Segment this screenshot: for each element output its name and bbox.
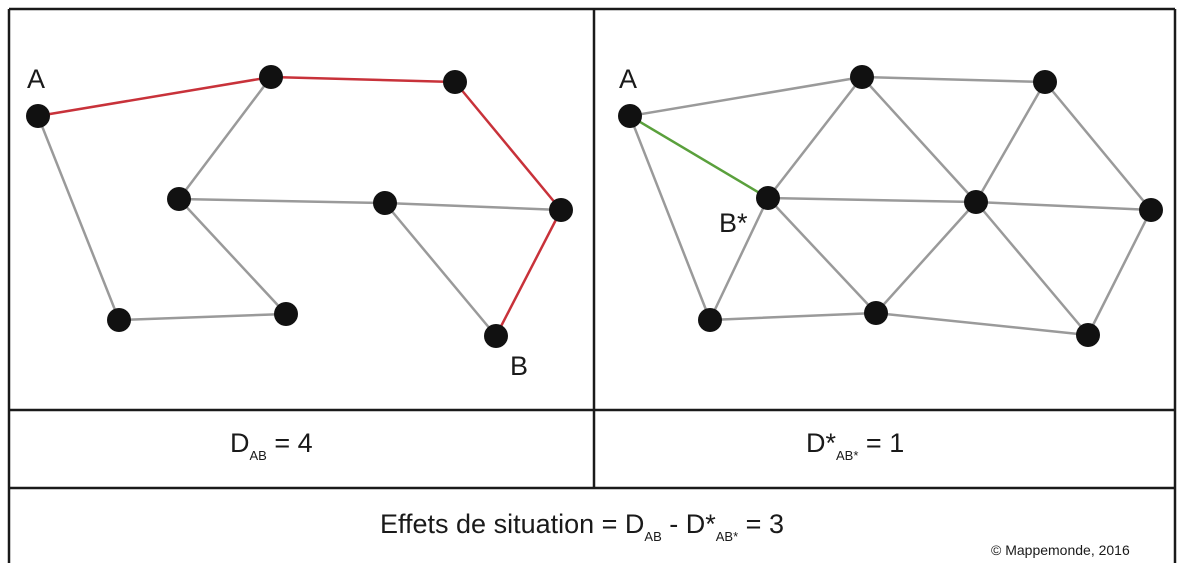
- right-label-a: A: [619, 64, 637, 94]
- right-gray-edges: [628, 75, 1153, 337]
- node-a: [26, 104, 50, 128]
- path-edge: [453, 80, 563, 212]
- node: [698, 308, 722, 332]
- node: [964, 190, 988, 214]
- edge: [177, 197, 387, 205]
- right-label-b-star: B*: [719, 208, 748, 238]
- formula-prefix: Effets de situation = D: [380, 509, 645, 539]
- edge: [974, 200, 1090, 337]
- edge: [117, 312, 288, 322]
- situation-effect-formula: Effets de situation = DAB - D*AB* = 3: [380, 509, 784, 544]
- edge: [1043, 80, 1153, 212]
- left-distance-caption: DAB = 4: [230, 428, 313, 463]
- edge: [974, 80, 1047, 204]
- right-distance-caption: D*AB* = 1: [806, 428, 905, 463]
- edge: [860, 75, 978, 204]
- left-gray-edges: [36, 75, 563, 338]
- node-a: [618, 104, 642, 128]
- node: [1033, 70, 1057, 94]
- edge: [766, 75, 864, 200]
- left-nodes: [26, 65, 573, 348]
- edge: [1086, 208, 1153, 337]
- edge: [177, 197, 288, 316]
- formula-subscript-2: AB*: [715, 529, 739, 544]
- path-edge: [494, 208, 563, 338]
- formula-subscript-1: AB: [644, 529, 662, 544]
- caption-base: D*: [806, 428, 837, 458]
- edge: [708, 196, 770, 322]
- right-graph: A B*: [618, 64, 1163, 347]
- left-label-a: A: [27, 64, 45, 94]
- node: [850, 65, 874, 89]
- left-shortest-path: [36, 75, 563, 338]
- caption-base: D: [230, 428, 250, 458]
- caption-subscript: AB: [249, 448, 267, 463]
- caption-value: = 4: [266, 428, 313, 458]
- edge: [860, 75, 1047, 84]
- path-edge: [36, 75, 273, 118]
- left-label-b: B: [510, 351, 528, 381]
- edge: [177, 75, 273, 201]
- node-b: [484, 324, 508, 348]
- edge: [383, 201, 563, 212]
- caption-subscript: AB*: [836, 448, 859, 463]
- right-shortest-path: [628, 114, 770, 200]
- edge: [36, 114, 121, 322]
- edge: [628, 75, 864, 118]
- edge: [874, 200, 978, 315]
- node: [1076, 323, 1100, 347]
- formula-result: = 3: [738, 509, 784, 539]
- table-grid: [7, 7, 1177, 563]
- node: [1139, 198, 1163, 222]
- formula-middle: - D*: [661, 509, 716, 539]
- left-graph: A B: [26, 64, 573, 381]
- right-nodes: [618, 65, 1163, 347]
- edge: [974, 200, 1153, 212]
- caption-value: = 1: [858, 428, 905, 458]
- node: [549, 198, 573, 222]
- node: [443, 70, 467, 94]
- node: [373, 191, 397, 215]
- path-edge: [269, 75, 457, 84]
- node: [274, 302, 298, 326]
- node: [259, 65, 283, 89]
- node: [167, 187, 191, 211]
- node: [107, 308, 131, 332]
- edge: [874, 311, 1090, 337]
- edge: [766, 196, 978, 204]
- node-b-star: [756, 186, 780, 210]
- edge: [708, 311, 878, 322]
- edge: [628, 114, 712, 322]
- copyright-notice: © Mappemonde, 2016: [991, 542, 1130, 558]
- edge: [383, 201, 498, 338]
- edge: [766, 196, 878, 315]
- node: [864, 301, 888, 325]
